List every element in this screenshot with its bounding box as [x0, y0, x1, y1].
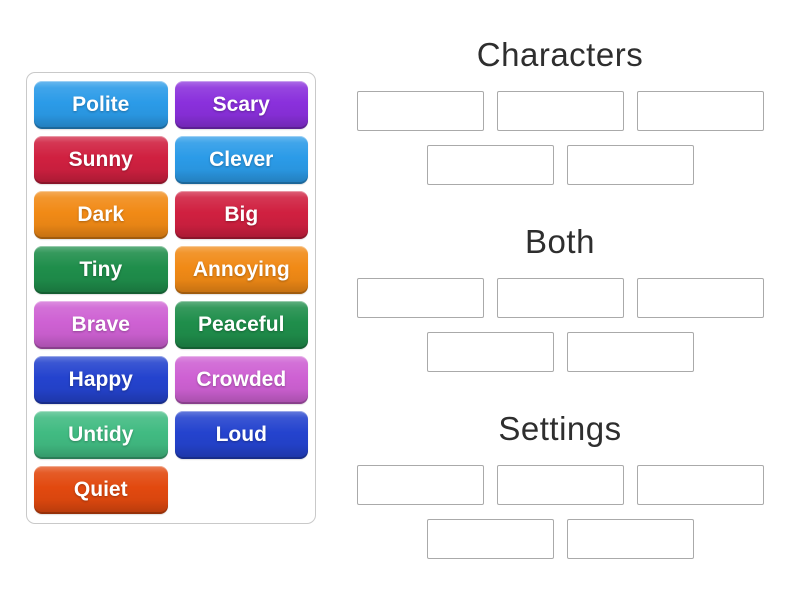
drop-slot-both[interactable] — [566, 332, 694, 372]
group-zones: Characters Both Settings — [340, 34, 780, 595]
slot-row — [340, 332, 780, 372]
word-tile-annoying[interactable]: Annoying — [174, 246, 308, 294]
word-tile-clever[interactable]: Clever — [174, 136, 308, 184]
drop-slot-both[interactable] — [636, 278, 764, 318]
word-tile-brave[interactable]: Brave — [34, 301, 168, 349]
drop-slot-settings[interactable] — [426, 519, 554, 559]
group-title-settings: Settings — [498, 410, 622, 447]
drop-slot-characters[interactable] — [566, 145, 694, 185]
word-tile-quiet[interactable]: Quiet — [34, 466, 168, 514]
drop-slot-both[interactable] — [496, 278, 624, 318]
drop-slot-settings[interactable] — [636, 465, 764, 505]
slot-row — [340, 278, 780, 318]
drop-slot-settings[interactable] — [496, 465, 624, 505]
group-title-both: Both — [525, 223, 595, 260]
group-both: Both — [340, 221, 780, 372]
tile-tray: Polite Scary Sunny Clever Dark Big Tiny … — [26, 72, 316, 524]
word-tile-crowded[interactable]: Crowded — [174, 356, 308, 404]
drop-slot-characters[interactable] — [496, 91, 624, 131]
group-settings: Settings — [340, 408, 780, 559]
word-tile-loud[interactable]: Loud — [174, 411, 308, 459]
group-title-characters: Characters — [476, 36, 644, 73]
group-characters: Characters — [340, 34, 780, 185]
word-tile-scary[interactable]: Scary — [174, 81, 308, 129]
drop-slot-characters[interactable] — [636, 91, 764, 131]
drop-slot-settings[interactable] — [566, 519, 694, 559]
slot-row — [340, 145, 780, 185]
word-tile-happy[interactable]: Happy — [34, 356, 168, 404]
word-tile-sunny[interactable]: Sunny — [34, 136, 168, 184]
drop-slot-characters[interactable] — [356, 91, 484, 131]
word-tile-big[interactable]: Big — [174, 191, 308, 239]
word-tile-dark[interactable]: Dark — [34, 191, 168, 239]
slot-row — [340, 519, 780, 559]
slot-row — [340, 465, 780, 505]
word-tile-untidy[interactable]: Untidy — [34, 411, 168, 459]
slot-row — [340, 91, 780, 131]
word-tile-tiny[interactable]: Tiny — [34, 246, 168, 294]
word-tile-polite[interactable]: Polite — [34, 81, 168, 129]
drop-slot-settings[interactable] — [356, 465, 484, 505]
word-tile-peaceful[interactable]: Peaceful — [174, 301, 308, 349]
drop-slot-both[interactable] — [356, 278, 484, 318]
drop-slot-characters[interactable] — [426, 145, 554, 185]
drop-slot-both[interactable] — [426, 332, 554, 372]
